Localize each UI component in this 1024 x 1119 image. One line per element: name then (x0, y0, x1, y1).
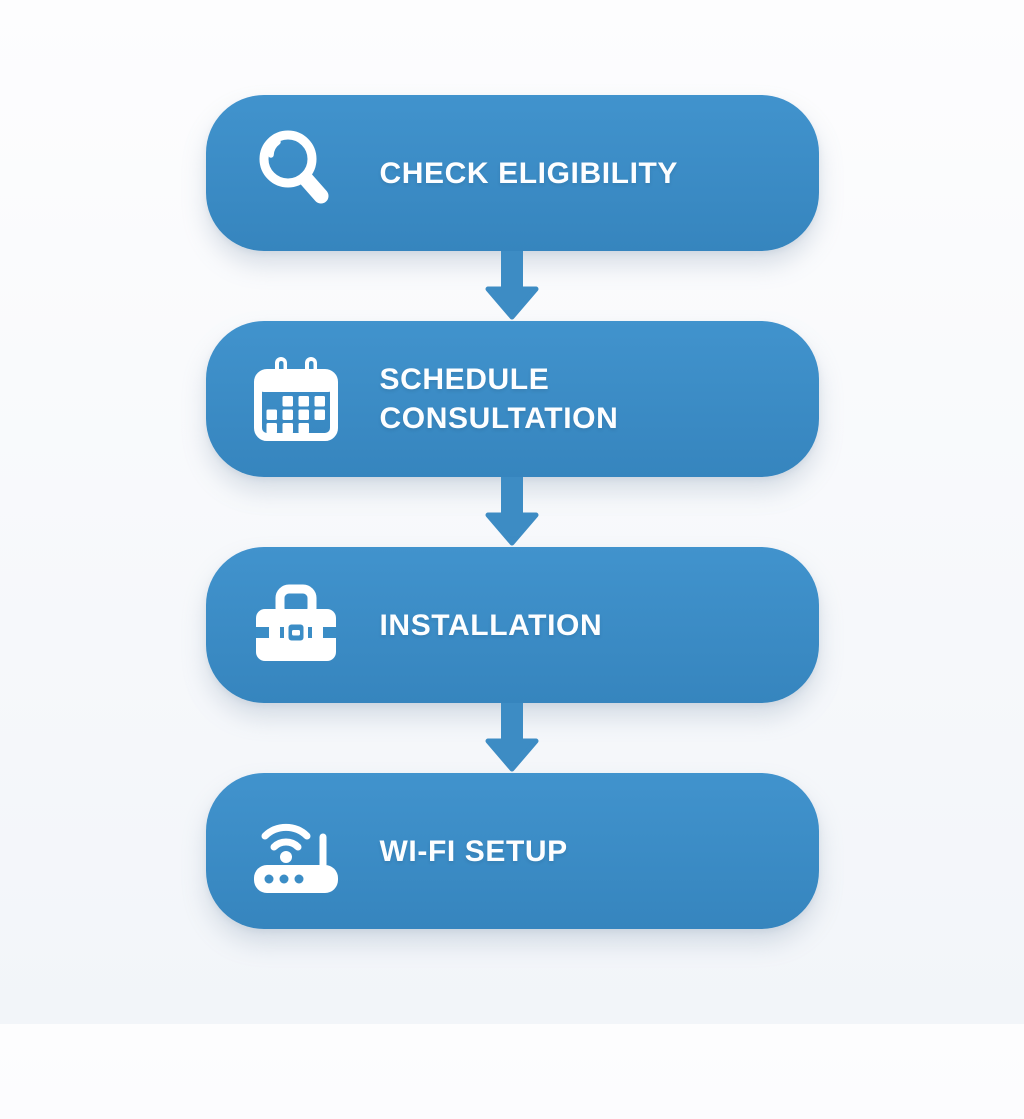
down-arrow-icon (483, 703, 541, 773)
step-installation: INSTALLATION (205, 547, 819, 703)
toolbox-icon (248, 577, 344, 673)
step-check-eligibility: CHECK ELIGIBILITY (205, 95, 819, 251)
step-label: INSTALLATION (379, 608, 603, 642)
magnifier-icon (248, 125, 344, 221)
calendar-icon (248, 351, 344, 447)
step-wifi-setup: WI-FI SETUP (205, 773, 819, 929)
down-arrow-icon (483, 477, 541, 547)
router-icon (248, 803, 344, 899)
step-label: WI-FI SETUP (379, 834, 568, 868)
process-flow: CHECK ELIGIBILITY (205, 95, 819, 929)
step-label: SCHEDULE CONSULTATION (379, 363, 619, 435)
step-schedule-consultation: SCHEDULE CONSULTATION (205, 321, 819, 477)
down-arrow-icon (483, 251, 541, 321)
step-label: CHECK ELIGIBILITY (379, 156, 679, 190)
